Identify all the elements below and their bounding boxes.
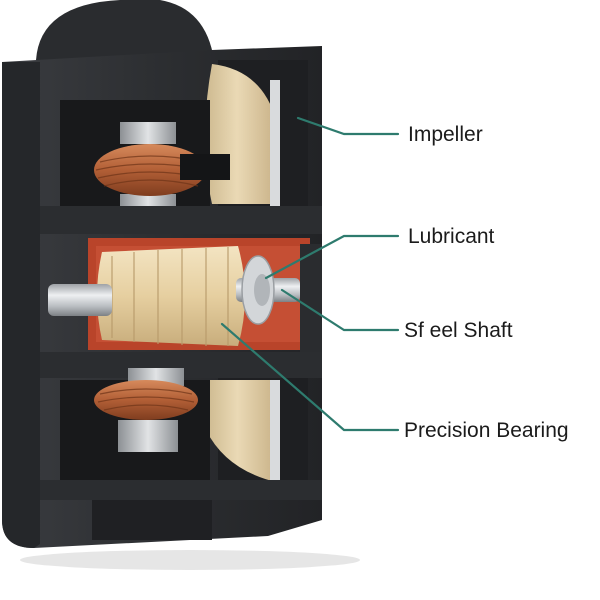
housing-base <box>40 480 322 500</box>
housing-divider-top <box>40 206 322 234</box>
bearing-hub <box>254 274 270 306</box>
leader-lubricant <box>264 234 400 280</box>
housing-top-dome <box>36 0 214 60</box>
rotor-core <box>97 246 245 346</box>
housing-right-edge <box>300 244 322 360</box>
impeller-blade-edge-lower <box>270 380 280 484</box>
impeller-blade-edge <box>270 80 280 206</box>
floor-shadow <box>20 550 360 570</box>
steel-shaft-left <box>48 284 112 316</box>
callout-precision-bearing-label: Precision Bearing <box>404 419 569 442</box>
housing-side-face <box>2 62 40 548</box>
stator-fins-bottom <box>118 368 184 452</box>
callout-lubricant-label: Lubricant <box>408 225 495 248</box>
leader-precision-bearing <box>220 322 400 432</box>
callout-impeller-label: Impeller <box>408 123 483 146</box>
callout-steel-shaft-label: Sf eel Shaft <box>404 319 513 342</box>
leader-lines <box>220 116 400 432</box>
shaft-stub-top <box>180 154 230 180</box>
base-slot <box>92 500 212 540</box>
impeller-disc-lower <box>206 380 276 482</box>
leader-impeller <box>296 116 400 136</box>
leader-steel-shaft <box>280 288 400 332</box>
copper-coil-top <box>94 144 206 196</box>
